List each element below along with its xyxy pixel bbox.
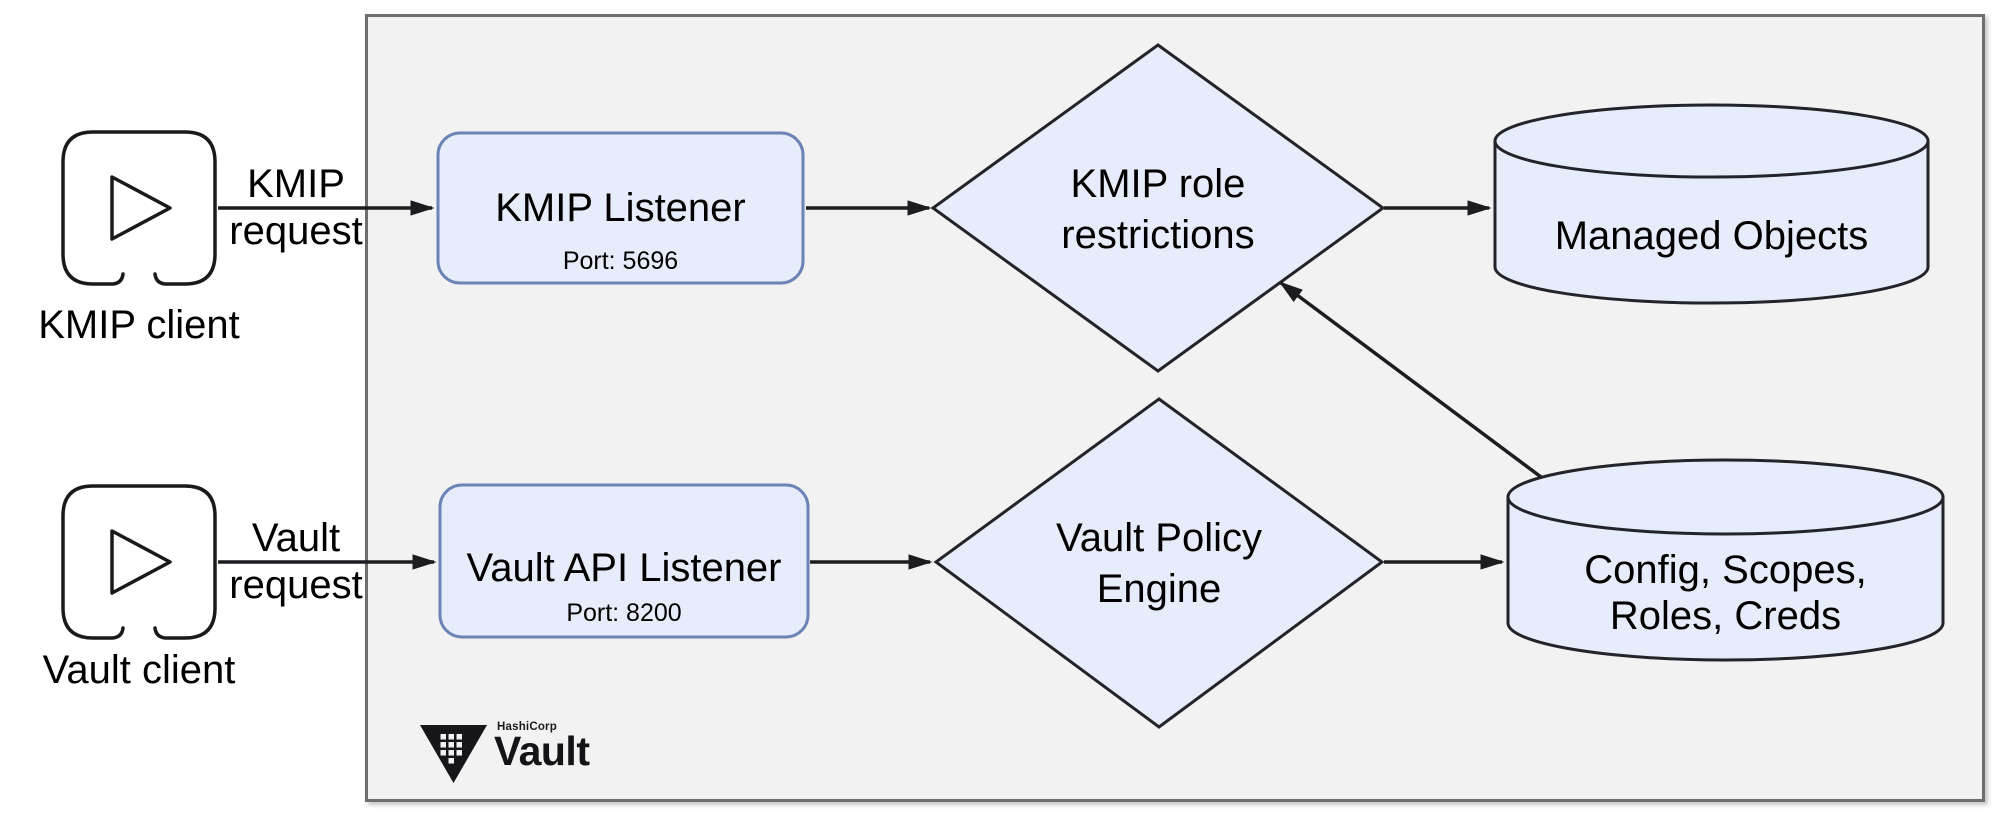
vault-request-line1: Vault: [251, 516, 341, 560]
kmip-listener-box: [436, 131, 805, 285]
kmip-client-label: KMIP client: [38, 303, 240, 347]
kmip-role-restrictions-label: KMIP role restrictions: [958, 159, 1358, 261]
kmip-client-icon: [61, 130, 217, 286]
app-icon-frame: [61, 130, 217, 286]
kmip-listener-port: Port: 5696: [562, 247, 679, 275]
hashicorp-logo-product-label: Vault: [494, 728, 590, 774]
managed-objects-cylinder: [1493, 103, 1930, 305]
config-to-role-arrow: [1278, 281, 1543, 479]
kmip-role-restrictions-diamond: [930, 43, 1386, 373]
vault-policy-engine-label: Vault Policy Engine: [959, 513, 1359, 615]
vault-request-label: Vault request: [146, 515, 446, 609]
vault-logo-icon: [420, 725, 487, 783]
vault-api-listener-title: Vault API Listener: [466, 546, 782, 590]
vault-client-label: Vault client: [42, 648, 236, 692]
config-store-cylinder: [1506, 458, 1945, 662]
decision2-line1: Vault Policy: [1055, 516, 1262, 560]
vault-api-listener-port: Port: 8200: [566, 599, 682, 627]
decision1-line2: restrictions: [1061, 213, 1255, 257]
vault-policy-engine-diamond: [933, 397, 1385, 729]
vault-request-line2: request: [229, 563, 363, 607]
vault-api-listener-box: [438, 483, 810, 639]
hashicorp-logo-company-label: HashiCorp: [497, 721, 557, 733]
kmip-request-label: KMIP request: [146, 161, 446, 255]
config-store-line2: Roles, Creds: [1609, 594, 1842, 638]
play-icon: [110, 175, 172, 241]
decision2-line2: Engine: [1096, 567, 1222, 611]
play-icon: [110, 529, 172, 595]
config-store-label: Config, Scopes, Roles, Creds: [1508, 547, 1943, 639]
managed-objects-label: Managed Objects: [1554, 214, 1869, 258]
kmip-request-line1: KMIP: [247, 162, 345, 206]
app-icon-frame: [61, 484, 217, 640]
kmip-listener-title: KMIP Listener: [495, 186, 746, 230]
decision1-line1: KMIP role: [1070, 162, 1246, 206]
config-store-line1: Config, Scopes,: [1584, 548, 1867, 592]
vault-client-icon: [61, 484, 217, 640]
kmip-request-line2: request: [229, 209, 363, 253]
